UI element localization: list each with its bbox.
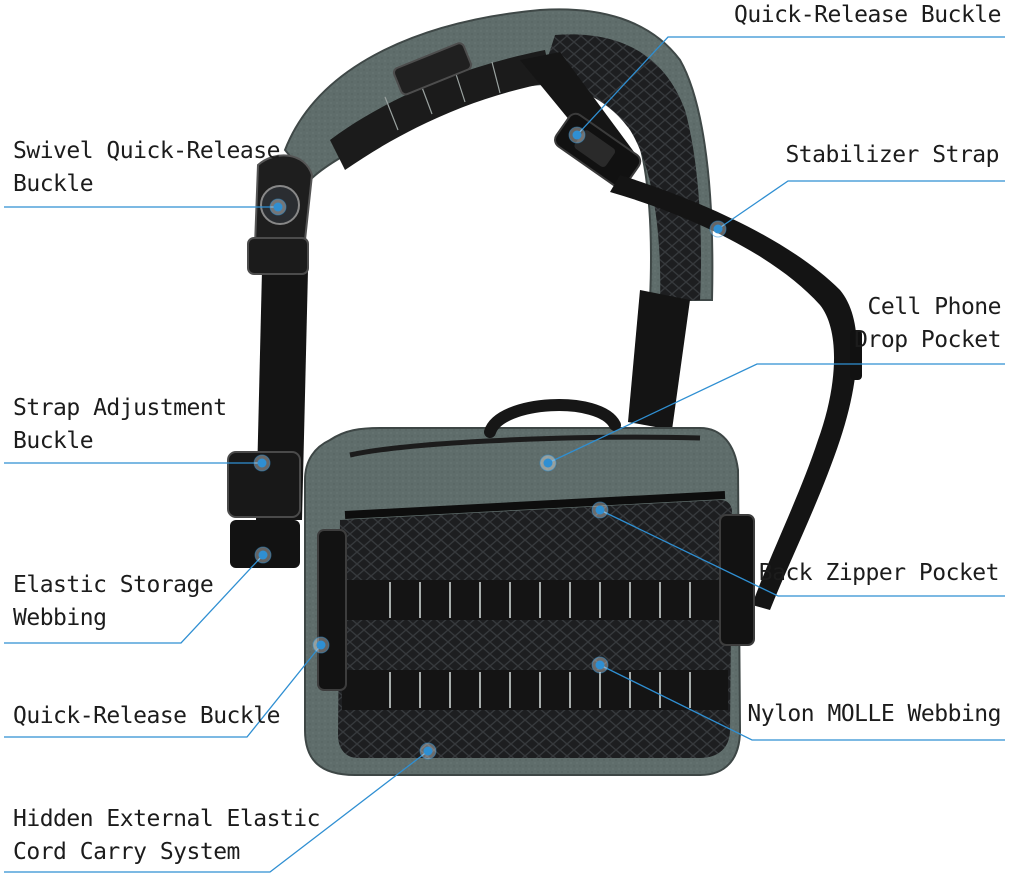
- leader-dot: [316, 640, 326, 650]
- leader-dot: [257, 458, 267, 468]
- bag-zipper: [344, 491, 726, 519]
- leader-line: [717, 180, 1005, 230]
- label-text: Elastic Storage: [13, 572, 214, 598]
- leader-swivel-buckle: [4, 198, 287, 216]
- leader-dot: [595, 505, 605, 515]
- leader-cell-phone-pocket: [539, 363, 1005, 472]
- label-text: Back Zipper Pocket: [758, 560, 1000, 586]
- label-text: Buckle: [13, 171, 94, 197]
- label-text: Cell Phone: [867, 294, 1002, 320]
- leader-stabilizer-strap: [709, 180, 1005, 238]
- leader-hidden-cord-system: [4, 742, 437, 873]
- stabilizer-strap: [610, 175, 857, 610]
- label-text: Webbing: [13, 605, 107, 631]
- side-buckle-left: [317, 529, 347, 691]
- label-text: Nylon MOLLE Webbing: [747, 701, 1001, 727]
- label-text: Swivel Quick-Release: [13, 138, 280, 164]
- shoulder-pad-mesh: [540, 34, 702, 302]
- leader-dot: [543, 458, 553, 468]
- callout-back-zipper-pocket: Back Zipper Pocket: [758, 557, 1000, 590]
- side-buckle-right: [719, 514, 755, 646]
- leader-dot: [572, 130, 582, 140]
- leader-line: [599, 509, 1005, 597]
- callout-swivel-buckle: Swivel Quick-Release Buckle: [13, 135, 280, 201]
- leader-dot: [423, 746, 433, 756]
- leader-dot: [273, 202, 283, 212]
- callout-stabilizer-strap: Stabilizer Strap: [785, 139, 999, 172]
- leader-line: [599, 664, 1005, 741]
- bag-handle: [484, 399, 621, 438]
- leader-elastic-storage-webbing: [4, 546, 272, 644]
- callout-quick-release-top: Quick-Release Buckle: [734, 0, 1001, 32]
- leader-line: [4, 750, 429, 873]
- stabilizer-hook: [850, 330, 862, 380]
- label-text: Hidden External Elastic: [13, 806, 321, 832]
- callout-molle-webbing: Nylon MOLLE Webbing: [747, 698, 1001, 731]
- label-text: Drop Pocket: [854, 327, 1001, 353]
- swivel-buckle: [247, 154, 314, 275]
- elastic-storage-webbing: [230, 520, 300, 568]
- callout-quick-release-left: Quick-Release Buckle: [13, 700, 280, 733]
- top-zipper: [349, 434, 701, 458]
- leader-quick-release-top: [568, 36, 1005, 144]
- molle-webbing: [342, 580, 728, 710]
- leader-dot: [713, 224, 723, 234]
- callout-hidden-cord-system: Hidden External Elastic Cord Carry Syste…: [13, 803, 321, 869]
- label-text: Strap Adjustment: [13, 395, 227, 421]
- right-lower-strap: [628, 290, 690, 430]
- label-text: Stabilizer Strap: [785, 142, 999, 168]
- leader-line: [4, 644, 322, 738]
- leader-back-zipper-pocket: [591, 501, 1005, 597]
- label-text: Quick-Release Buckle: [734, 2, 1001, 28]
- leader-quick-release-left: [4, 636, 330, 738]
- callout-cell-phone-pocket: Cell Phone Drop Pocket: [854, 291, 1001, 357]
- leader-dot: [258, 550, 268, 560]
- callout-elastic-storage-webbing: Elastic Storage Webbing: [13, 569, 214, 635]
- leader-line: [576, 36, 1005, 136]
- leader-strap-adjustment-buckle: [4, 454, 271, 472]
- label-text: Quick-Release Buckle: [13, 703, 280, 729]
- strap-adjustment-buckle: [227, 451, 301, 518]
- callout-strap-adjustment-buckle: Strap Adjustment Buckle: [13, 392, 227, 458]
- leader-dot: [595, 660, 605, 670]
- leader-molle-webbing: [591, 656, 1005, 741]
- label-text: Cord Carry System: [13, 839, 240, 865]
- leader-line: [547, 363, 1005, 464]
- pad-buckle: [392, 42, 472, 96]
- leader-line: [4, 554, 264, 644]
- label-text: Buckle: [13, 428, 94, 454]
